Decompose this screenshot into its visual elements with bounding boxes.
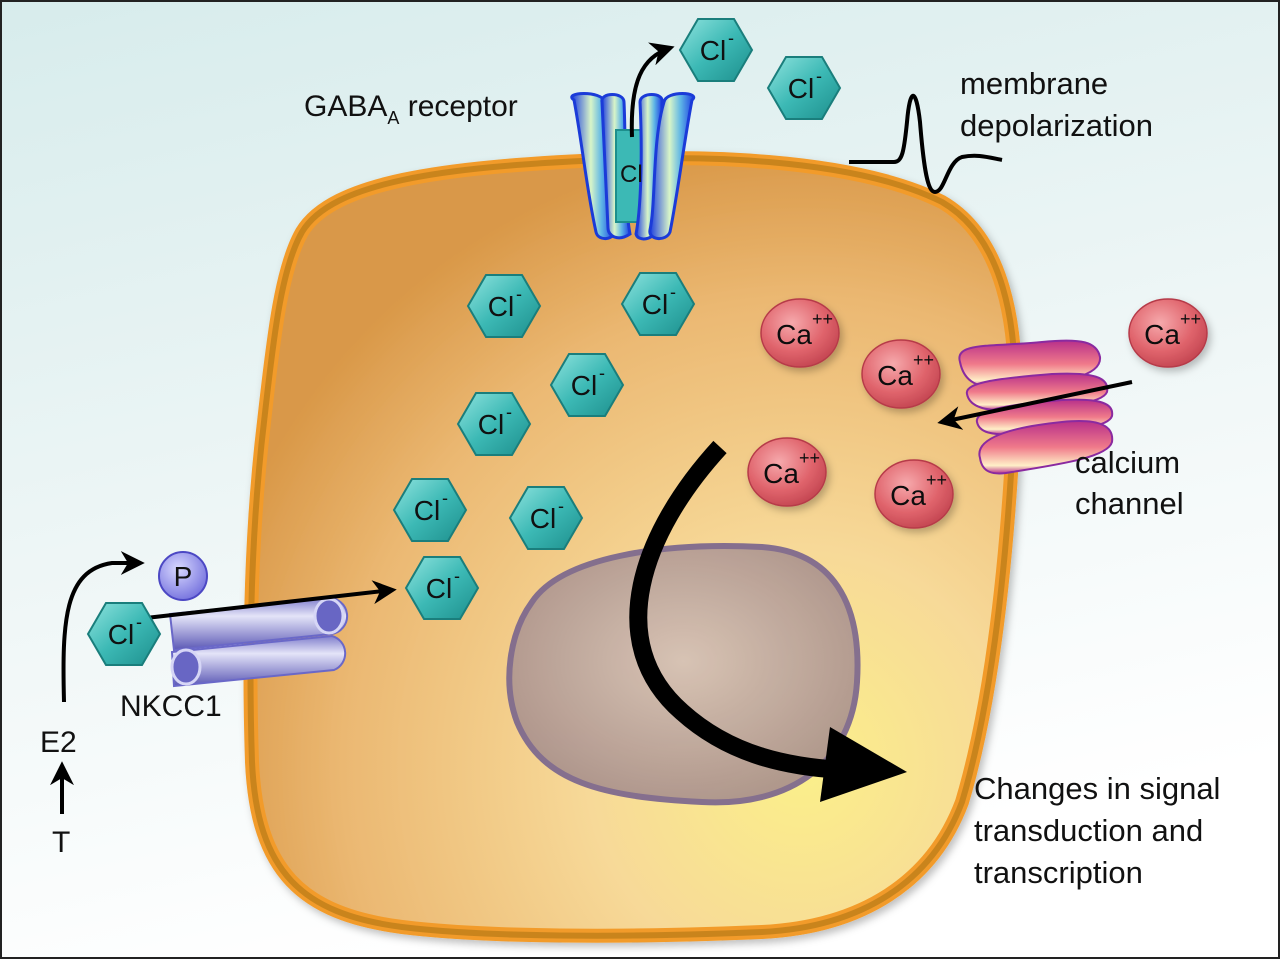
chloride-ion: Cl- (466, 274, 542, 338)
chloride-hexagon (766, 56, 842, 120)
cell (243, 151, 1023, 943)
chloride-ion: Cl- (620, 272, 696, 336)
chloride-ion: Cl- (508, 486, 584, 550)
chloride-ion: Cl- (766, 56, 842, 120)
chloride-hexagon (508, 486, 584, 550)
calcium-symbol: Ca (763, 458, 799, 489)
nkcc1-influx-arrow (136, 580, 397, 621)
signal-arrow (629, 440, 843, 779)
svg-text:P: P (174, 561, 193, 592)
calcium-channel-label: calcium channel (1075, 445, 1189, 521)
chloride-charge: - (599, 363, 605, 383)
calcium-charge: ++ (913, 350, 934, 370)
calcium-charge: ++ (799, 448, 820, 468)
chloride-symbol: Cl (108, 619, 134, 650)
calcium-charge: ++ (1180, 309, 1201, 329)
signal-arrow-head (820, 727, 907, 802)
signal-transduction-label: Changes in signal transduction and trans… (974, 771, 1229, 890)
chloride-ions: Cl-Cl-Cl-Cl-Cl-Cl-Cl-Cl-Cl-Cl- (86, 18, 842, 666)
calcium-symbol: Ca (890, 480, 926, 511)
gaba-efflux-arrow (629, 42, 675, 138)
e2-phosphorylation-arrow (61, 551, 145, 703)
chloride-ion: Cl- (86, 602, 162, 666)
calcium-symbol: Ca (776, 319, 812, 350)
chloride-symbol: Cl (426, 573, 452, 604)
chloride-symbol: Cl (788, 73, 814, 104)
cell-membrane (243, 151, 1023, 943)
chloride-hexagon (456, 392, 532, 456)
chloride-hexagon (392, 478, 468, 542)
chloride-symbol: Cl (478, 409, 504, 440)
depolarization-wave-icon (849, 94, 1003, 195)
calcium-channel (958, 339, 1114, 475)
phosphate-group: P (158, 551, 208, 601)
chloride-hexagon (86, 602, 162, 666)
chloride-charge: - (816, 66, 822, 86)
t-label: T (52, 826, 70, 859)
chloride-charge: - (136, 612, 142, 632)
chloride-hexagon (678, 18, 754, 82)
chloride-charge: - (506, 402, 512, 422)
chloride-symbol: Cl (642, 289, 668, 320)
chloride-charge: - (728, 28, 734, 48)
calcium-sphere (1128, 298, 1208, 368)
calcium-charge: ++ (812, 309, 833, 329)
calcium-ion: Ca++ (1128, 298, 1208, 368)
chloride-ion: Cl- (549, 353, 625, 417)
calcium-symbol: Ca (1144, 319, 1180, 350)
gaba-a-receptor: Cl (570, 92, 696, 241)
chloride-symbol: Cl (414, 495, 440, 526)
calcium-charge: ++ (926, 470, 947, 490)
chloride-charge: - (442, 488, 448, 508)
chloride-hexagon (466, 274, 542, 338)
chloride-symbol: Cl (700, 35, 726, 66)
calcium-ion: Ca++ (760, 298, 840, 368)
svg-text:Cl: Cl (620, 161, 643, 188)
chloride-hexagon (549, 353, 625, 417)
calcium-ions: Ca++Ca++Ca++Ca++Ca++ (747, 298, 1208, 529)
chloride-hexagon (620, 272, 696, 336)
chloride-charge: - (670, 282, 676, 302)
chloride-ion: Cl- (456, 392, 532, 456)
chloride-charge: - (558, 496, 564, 516)
calcium-sphere (747, 437, 827, 507)
chloride-symbol: Cl (530, 503, 556, 534)
nkcc1-label: NKCC1 (120, 690, 222, 723)
chloride-hexagon (404, 556, 480, 620)
calcium-sphere (861, 339, 941, 409)
calcium-influx-arrow (937, 380, 1133, 430)
membrane-depolarization-label: membrane depolarization (960, 66, 1153, 143)
chloride-ion: Cl- (392, 478, 468, 542)
e2-label: E2 (40, 726, 77, 759)
calcium-symbol: Ca (877, 360, 913, 391)
chloride-symbol: Cl (571, 370, 597, 401)
calcium-sphere (874, 459, 954, 529)
chloride-charge: - (516, 284, 522, 304)
chloride-ion: Cl- (678, 18, 754, 82)
calcium-ion: Ca++ (874, 459, 954, 529)
calcium-ion: Ca++ (861, 339, 941, 409)
calcium-sphere (760, 298, 840, 368)
chloride-symbol: Cl (488, 291, 514, 322)
chloride-charge: - (454, 566, 460, 586)
calcium-ion: Ca++ (747, 437, 827, 507)
gaba-receptor-label: GABAA receptor (304, 90, 518, 128)
chloride-ion: Cl- (404, 556, 480, 620)
